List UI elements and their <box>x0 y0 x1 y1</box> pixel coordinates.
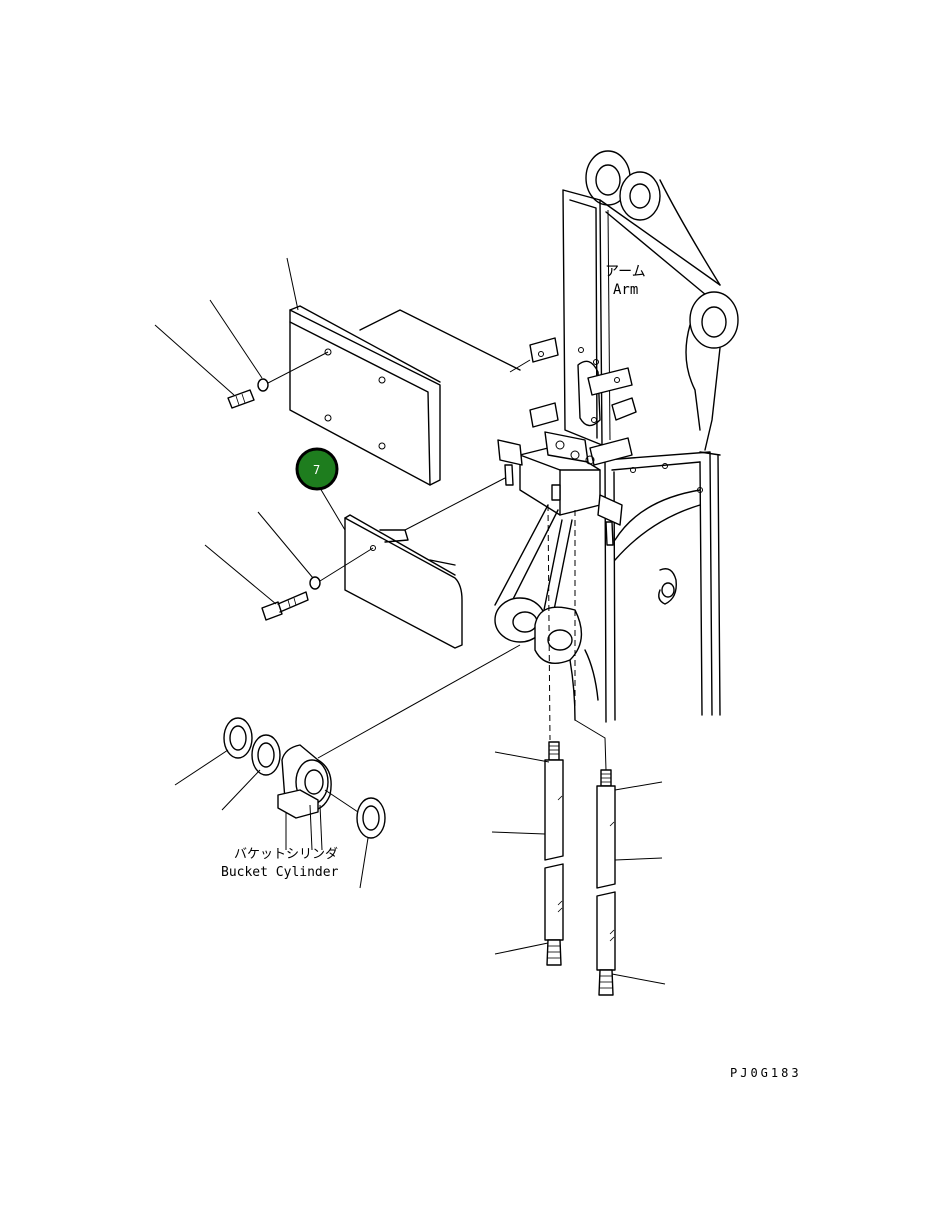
lower-cover-plate <box>204 477 506 649</box>
bucket-cylinder-label-jp: バケットシリンダ <box>234 847 338 862</box>
hose-left <box>491 741 564 966</box>
arm-label-jp: アーム <box>605 264 646 280</box>
callout-7-badge[interactable]: 7 <box>295 447 339 491</box>
arm-assembly <box>494 150 739 771</box>
callout-number: 7 <box>313 463 320 477</box>
bucket-cylinder-label-en: Bucket Cylinder <box>221 865 339 880</box>
bucket-cylinder-end <box>174 644 521 889</box>
upper-cover-plate <box>154 257 531 486</box>
hose-right <box>596 769 666 996</box>
arm-label-en: Arm <box>613 282 638 298</box>
drawing-code: PJ0G183 <box>730 1066 802 1080</box>
